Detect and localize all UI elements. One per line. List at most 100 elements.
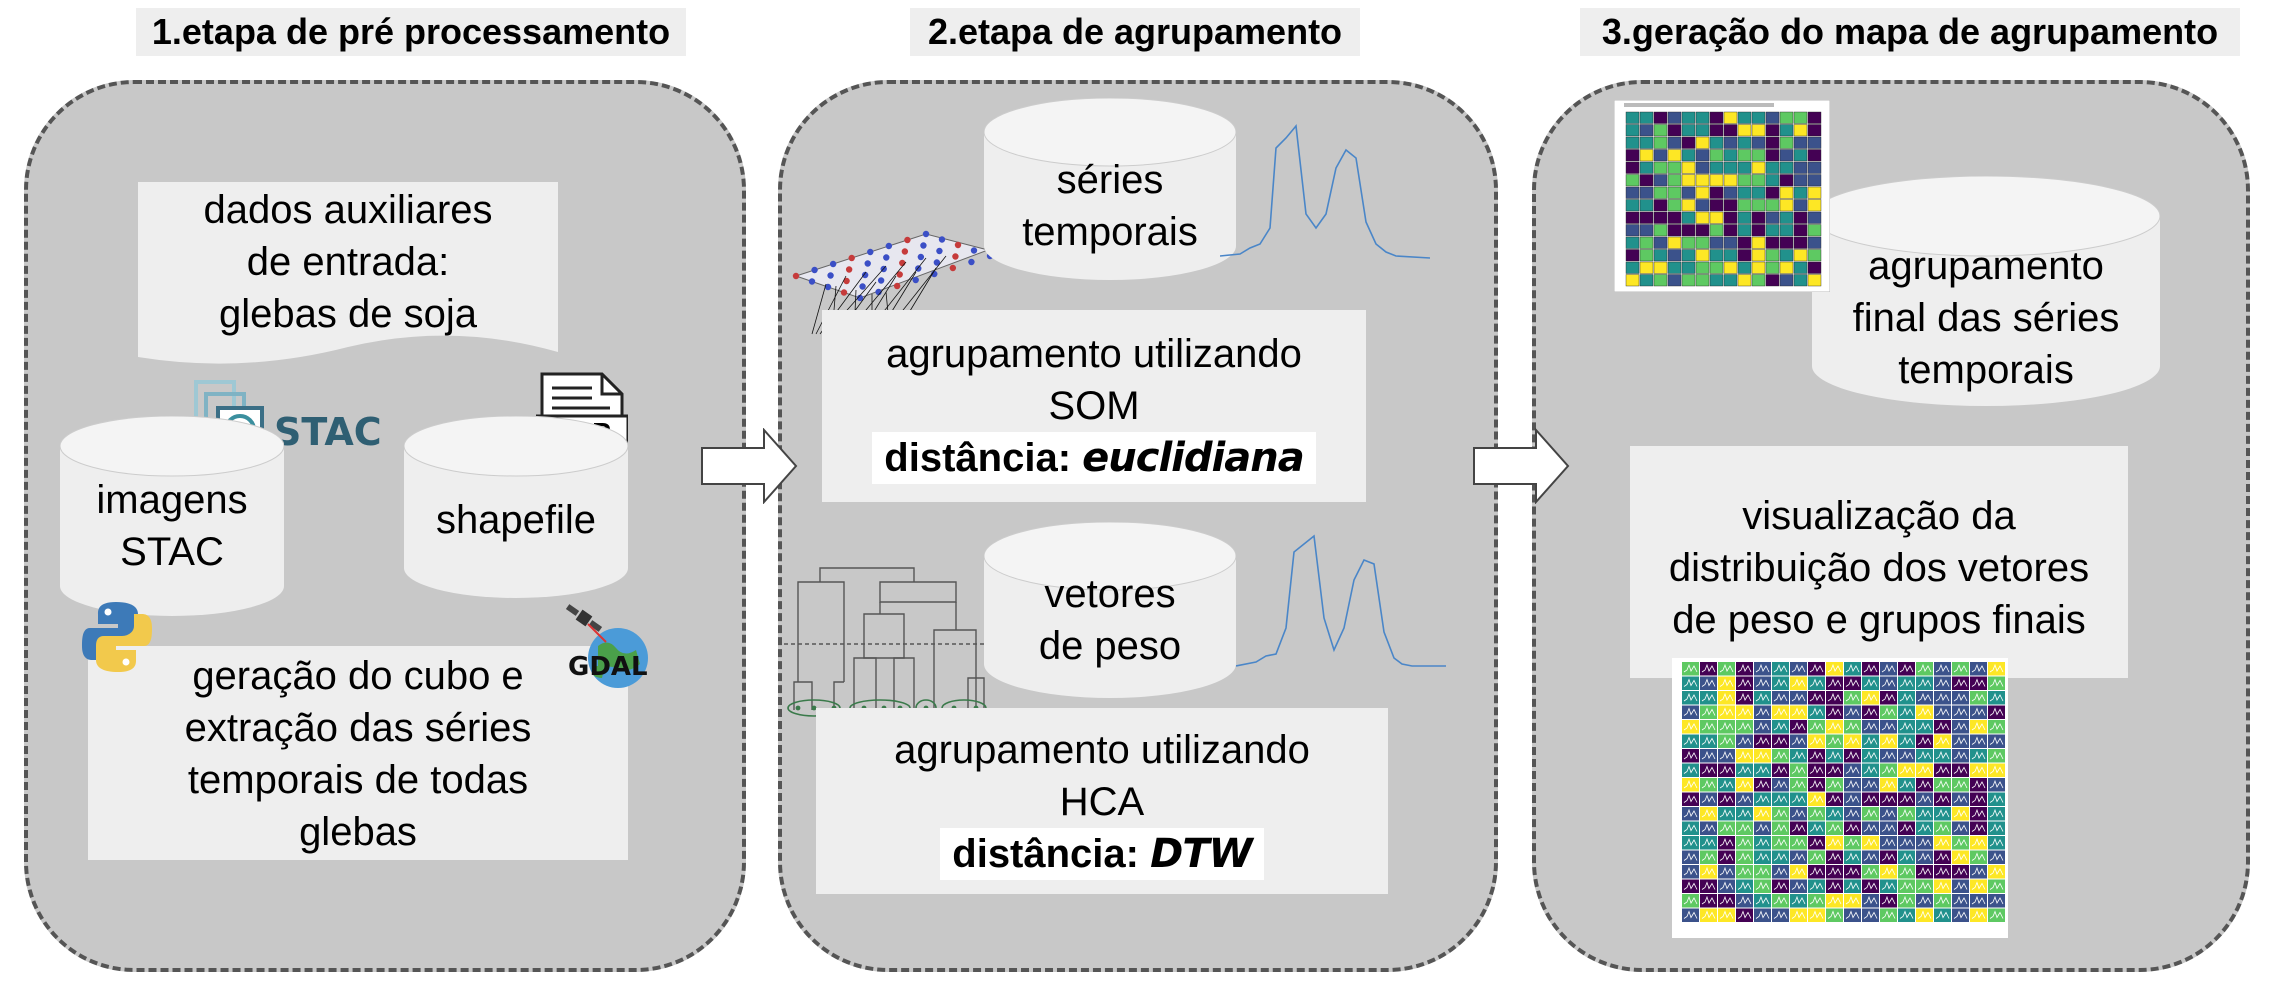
heatmap-cell (1793, 211, 1808, 224)
heatmap-cell (1667, 149, 1682, 162)
grid-cell-line (1719, 765, 1734, 774)
grid-cell-line (1791, 910, 1806, 919)
heatmap-cell (1723, 261, 1738, 274)
grid-cell-line (1809, 910, 1824, 919)
grid-cell-line (1683, 852, 1698, 861)
grid-cell-line (1827, 750, 1842, 760)
som-node (917, 253, 925, 261)
grid-cell-line (1845, 837, 1860, 847)
cube-generation-line: extração das séries (184, 706, 532, 750)
heatmap-cell (1653, 124, 1668, 137)
grid-cell-line (1791, 779, 1806, 789)
grid-cell-line (1863, 779, 1878, 789)
grid-cell-line (1935, 808, 1950, 818)
heatmap-cell (1737, 236, 1752, 249)
grid-cell-line (1809, 895, 1824, 905)
grid-cell-line (1935, 837, 1950, 847)
heatmap-cell (1765, 211, 1780, 224)
heatmap-cell (1737, 274, 1752, 287)
grid-cell-line (1899, 707, 1914, 716)
som-node (792, 272, 800, 280)
stage-3-title: 3.geração do mapa de agrupamento (1580, 8, 2240, 56)
grid-cell-line (1791, 765, 1806, 774)
grid-cell-line (1971, 678, 1986, 687)
shapefile-line: shapefile (435, 498, 597, 542)
grid-cell-line (1881, 808, 1896, 818)
grid-cell-line (1701, 852, 1716, 861)
heatmap-cell (1639, 249, 1654, 262)
grid-cell-line (1989, 808, 2004, 818)
grid-cell-line (1809, 881, 1824, 890)
grid-cell-line (1719, 707, 1734, 716)
heatmap-cell (1667, 249, 1682, 262)
heatmap-cell (1625, 211, 1640, 224)
grid-cell-line (1719, 678, 1734, 687)
heatmap-cell (1751, 149, 1766, 162)
heatmap-cell (1807, 261, 1822, 274)
grid-cell-line (1755, 736, 1770, 745)
grid-cell-line (1971, 895, 1986, 905)
grid-cell-line (1737, 750, 1752, 760)
grid-cell-line (1737, 866, 1752, 876)
heatmap-cell (1737, 249, 1752, 262)
grid-cell-line (1899, 895, 1914, 905)
grid-cell-line (1863, 663, 1878, 673)
som-clustering-box: agrupamento utilizando SOM distância: eu… (822, 310, 1366, 502)
grid-cell-line (1701, 779, 1716, 789)
grid-cell-line (1881, 707, 1896, 716)
heatmap-cell (1695, 199, 1710, 212)
grid-cell-line (1791, 895, 1806, 905)
grid-cell-line (1791, 794, 1806, 803)
som-node (904, 236, 911, 244)
grid-cell-line (1845, 736, 1860, 745)
stage-1-title: 1.etapa de pré processamento (136, 8, 686, 56)
grid-cell-line (1773, 707, 1788, 716)
heatmap-cell (1737, 199, 1752, 212)
heatmap-cell (1751, 186, 1766, 199)
som-node (827, 272, 834, 279)
grid-cell-line (1755, 779, 1770, 789)
grid-cell-line (1719, 750, 1734, 760)
heatmap-cell (1765, 111, 1780, 124)
grid-cell-line (1773, 721, 1788, 731)
heatmap-cell (1709, 124, 1724, 137)
heatmap-cell (1807, 199, 1822, 212)
grid-cell-line (1683, 808, 1698, 818)
heatmap-cell (1653, 174, 1668, 187)
som-node (970, 247, 978, 254)
heatmap-cell (1723, 174, 1738, 187)
time-series-line-icon (1220, 124, 1430, 259)
heatmap-cell (1681, 136, 1696, 149)
heatmap-cell (1681, 249, 1696, 262)
heatmap-cell (1737, 136, 1752, 149)
grid-cell-line (1701, 910, 1716, 919)
grid-cell-line (1881, 794, 1896, 803)
heatmap-cell (1737, 186, 1752, 199)
grid-cell-line (1989, 750, 2004, 760)
heatmap-cell (1793, 186, 1808, 199)
grid-cell-line (1863, 692, 1878, 702)
grid-cell-line (1701, 808, 1716, 818)
grid-cell-line (1899, 678, 1914, 687)
som-node (864, 260, 871, 267)
heatmap-cell (1625, 236, 1640, 249)
gdal-logo-icon: GDAL (562, 598, 654, 690)
grid-cell-line (1737, 910, 1752, 919)
heatmap-cell (1695, 261, 1710, 274)
grid-cell-line (1755, 678, 1770, 687)
grid-cell-line (1719, 823, 1734, 832)
grid-cell-line (1845, 910, 1860, 919)
grid-cell-line (1791, 707, 1806, 716)
grid-cell-line (1809, 663, 1824, 673)
heatmap-cell (1793, 161, 1808, 174)
grid-cell-line (1881, 866, 1896, 876)
heatmap-cell (1639, 261, 1654, 274)
grid-cell-line (1863, 910, 1878, 919)
grid-cell-line (1917, 881, 1932, 890)
heatmap-cell (1737, 111, 1752, 124)
grid-cell-line (1827, 794, 1842, 803)
grid-cell-line (1953, 823, 1968, 832)
som-node (912, 276, 919, 284)
heatmap-cell (1737, 224, 1752, 237)
heatmap-cell (1695, 111, 1710, 124)
